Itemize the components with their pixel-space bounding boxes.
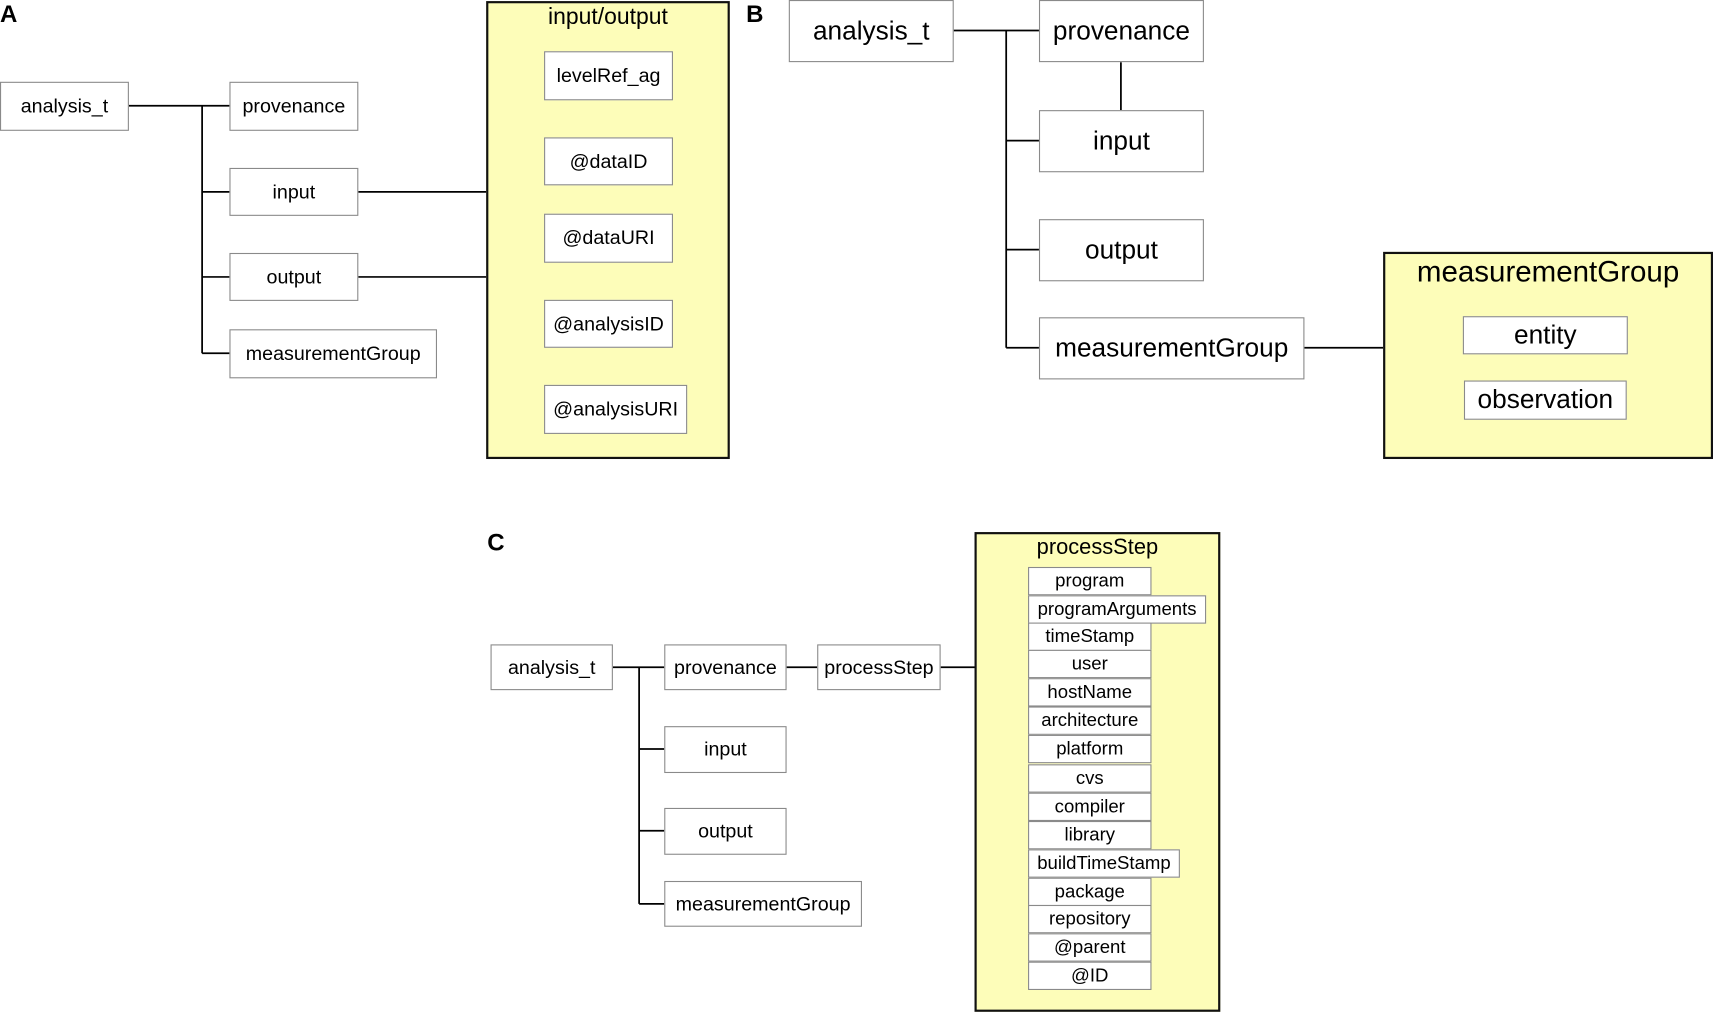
attr-level-ref-ag: levelRef_ag	[544, 51, 673, 101]
node-measurement-group: measurementGroup	[1038, 317, 1305, 380]
attr-compiler: compiler	[1028, 792, 1152, 821]
node-provenance: provenance	[664, 644, 787, 691]
node-process-step: processStep	[817, 644, 941, 691]
panel-label-b: B	[746, 0, 764, 28]
attr-program-arguments: programArguments	[1028, 595, 1207, 624]
attr-parent: @parent	[1028, 933, 1152, 962]
panel-label-c: C	[487, 528, 505, 557]
node-output: output	[1038, 219, 1204, 282]
node-analysis-t: analysis_t	[490, 644, 613, 691]
attr-cvs: cvs	[1028, 764, 1152, 793]
node-output: output	[229, 252, 359, 301]
attr-architecture: architecture	[1028, 706, 1152, 735]
node-output: output	[664, 807, 787, 855]
item-observation: observation	[1463, 380, 1627, 420]
attr-host-name: hostName	[1028, 678, 1152, 707]
node-provenance: provenance	[1038, 0, 1204, 63]
node-measurement-group: measurementGroup	[664, 880, 862, 927]
group-measurement-group: measurementGroup	[1383, 251, 1713, 460]
attr-analysis-uri: @analysisURI	[544, 384, 688, 434]
node-input: input	[664, 726, 787, 774]
attr-data-id: @dataID	[544, 137, 673, 186]
node-input: input	[1038, 110, 1204, 173]
group-title: input/output	[548, 4, 668, 30]
attr-id: @ID	[1028, 961, 1152, 990]
attr-user: user	[1028, 649, 1152, 679]
item-entity: entity	[1462, 316, 1628, 355]
attr-data-uri: @dataURI	[544, 213, 673, 263]
attr-repository: repository	[1028, 904, 1152, 934]
node-analysis-t: analysis_t	[0, 81, 129, 131]
group-title: measurementGroup	[1416, 255, 1680, 288]
group-title: processStep	[1036, 535, 1159, 560]
node-provenance: provenance	[229, 81, 359, 131]
panel-label-a: A	[0, 0, 18, 28]
attr-library: library	[1028, 820, 1152, 850]
node-input: input	[229, 167, 359, 216]
attr-platform: platform	[1028, 734, 1152, 764]
attr-analysis-id: @analysisID	[544, 299, 673, 348]
node-measurement-group: measurementGroup	[229, 329, 437, 379]
attr-build-time-stamp: buildTimeStamp	[1028, 849, 1180, 878]
attr-time-stamp: timeStamp	[1028, 622, 1152, 651]
attr-package: package	[1028, 877, 1152, 907]
attr-program: program	[1028, 566, 1152, 596]
node-analysis-t: analysis_t	[788, 0, 954, 63]
